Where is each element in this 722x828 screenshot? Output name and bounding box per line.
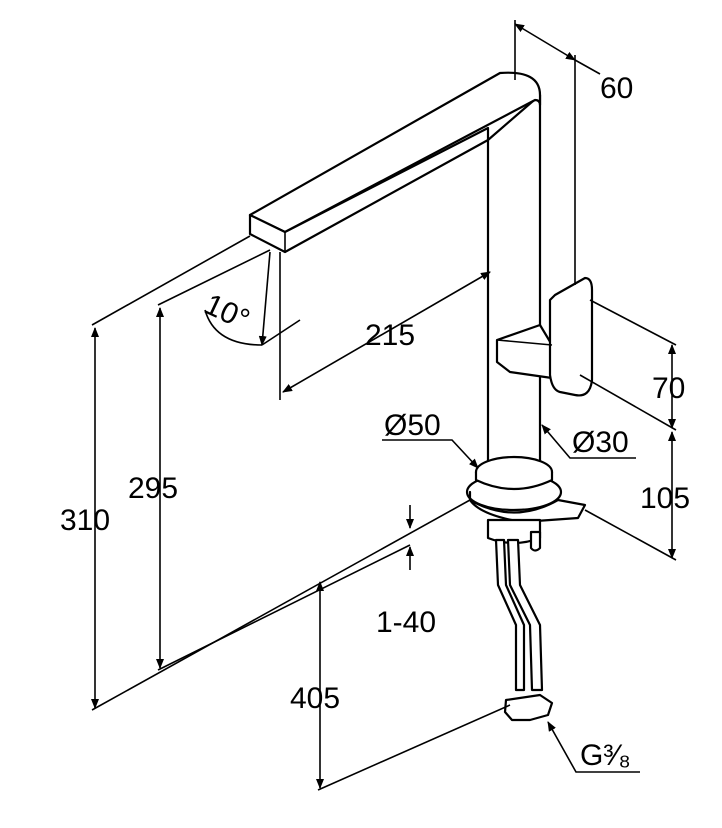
dim-label-60: 60 [600,72,633,105]
dim-label-310: 310 [60,504,110,537]
dim-label-405: 405 [290,682,340,715]
dim-label-70: 70 [652,372,685,405]
dim-label-105: 105 [640,482,690,515]
dim-label-base-diameter: Ø50 [384,409,441,442]
dim-label-pipe-diameter: Ø30 [572,426,629,459]
dim-label-thread: G³⁄₈ [580,739,631,772]
dimension-lines [91,20,677,791]
faucet-body [248,71,594,722]
dim-label-counter-thickness: 1-40 [376,606,436,639]
dim-label-angle: 10° [199,288,254,337]
dim-label-215: 215 [365,319,415,352]
dim-label-295: 295 [128,472,178,505]
